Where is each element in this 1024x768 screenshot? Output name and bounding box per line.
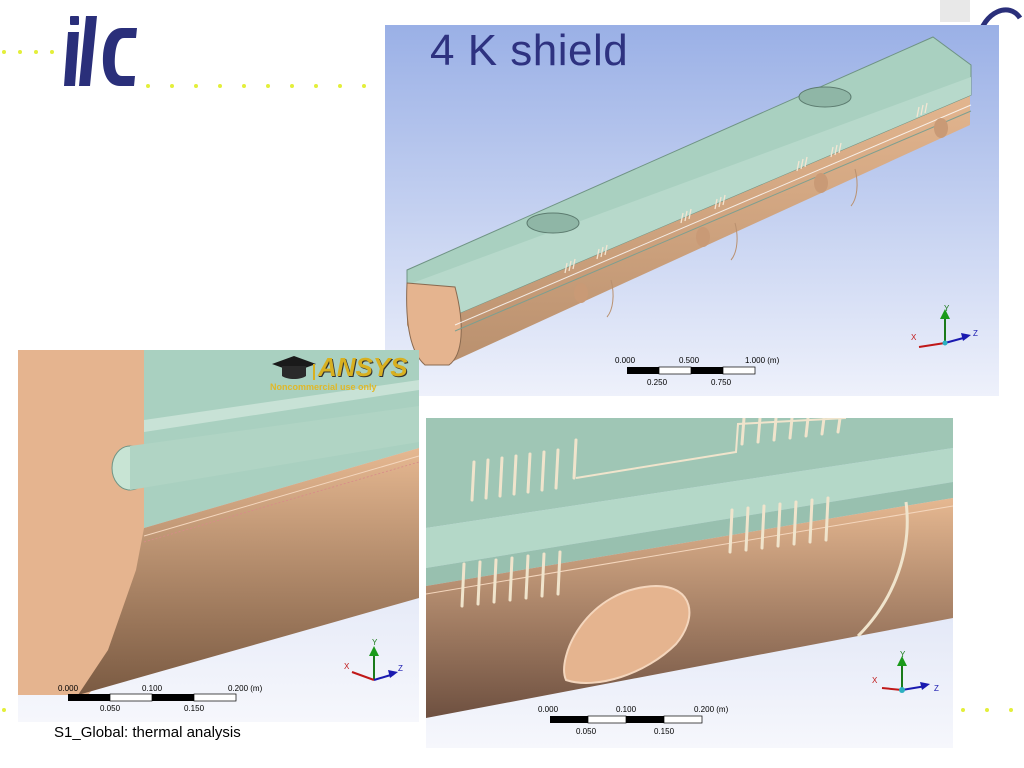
scale-bar-end [68,693,237,702]
axis-triad-end [351,646,398,681]
axis-triad-overview [918,309,971,348]
scale-label-1: 0.500 [679,356,700,365]
slide-footer: S1_Global: thermal analysis [54,724,241,741]
scale-bar-overview [627,366,756,375]
scale-label-2: 0.200 (m) [694,705,729,714]
scale-label-3: 0.250 [647,378,668,387]
ansys-noncommercial-label: Noncommercial use only [270,382,377,392]
shield-end-render [18,350,419,722]
axis-label-y: Y [900,650,906,659]
ilc-logo [64,16,137,86]
scale-label-4: 0.150 [654,727,675,736]
model-view-end-detail[interactable]: ANSYS Noncommercial use only Y X Z 0.000… [18,350,419,722]
scale-label-3: 0.050 [100,704,121,713]
axis-label-x: X [872,676,878,685]
axis-label-y: Y [372,638,378,647]
shield-slot-render [426,418,953,748]
shield-overview-render [385,25,999,396]
model-view-slot-detail[interactable]: Y X Z 0.000 0.100 0.200 (m) 0.050 0.150 [426,418,953,748]
axis-label-z: Z [398,664,403,673]
decorative-dot-line-top-left [0,50,60,56]
ansys-brand: ANSYS [318,352,408,382]
model-view-overview[interactable]: Y X Z 0.000 0.500 1.000 (m) 0.250 0.750 [385,25,999,396]
scale-label-3: 0.050 [576,727,597,736]
scale-label-1: 0.100 [142,684,163,693]
axis-label-y: Y [944,304,950,313]
scale-label-1: 0.100 [616,705,637,714]
axis-label-z: Z [934,684,939,693]
scale-label-4: 0.750 [711,378,732,387]
scale-label-0: 0.000 [58,684,79,693]
decorative-dot-line-bottom-right [955,708,1024,714]
scale-label-0: 0.000 [615,356,636,365]
slide-title: 4 K shield [430,26,629,75]
decorative-dot-line-bottom-left [0,708,20,714]
axis-label-z: Z [973,329,978,338]
scale-label-0: 0.000 [538,705,559,714]
scale-label-2: 1.000 (m) [745,356,780,365]
scale-label-4: 0.150 [184,704,205,713]
axis-triad-slot [881,656,930,693]
ansys-logo-mark [272,356,316,380]
axis-label-x: X [911,333,917,342]
axis-label-x: X [344,662,350,671]
scale-bar-slot [550,715,703,724]
decorative-dot-line-top [140,84,380,90]
scale-label-2: 0.200 (m) [228,684,263,693]
